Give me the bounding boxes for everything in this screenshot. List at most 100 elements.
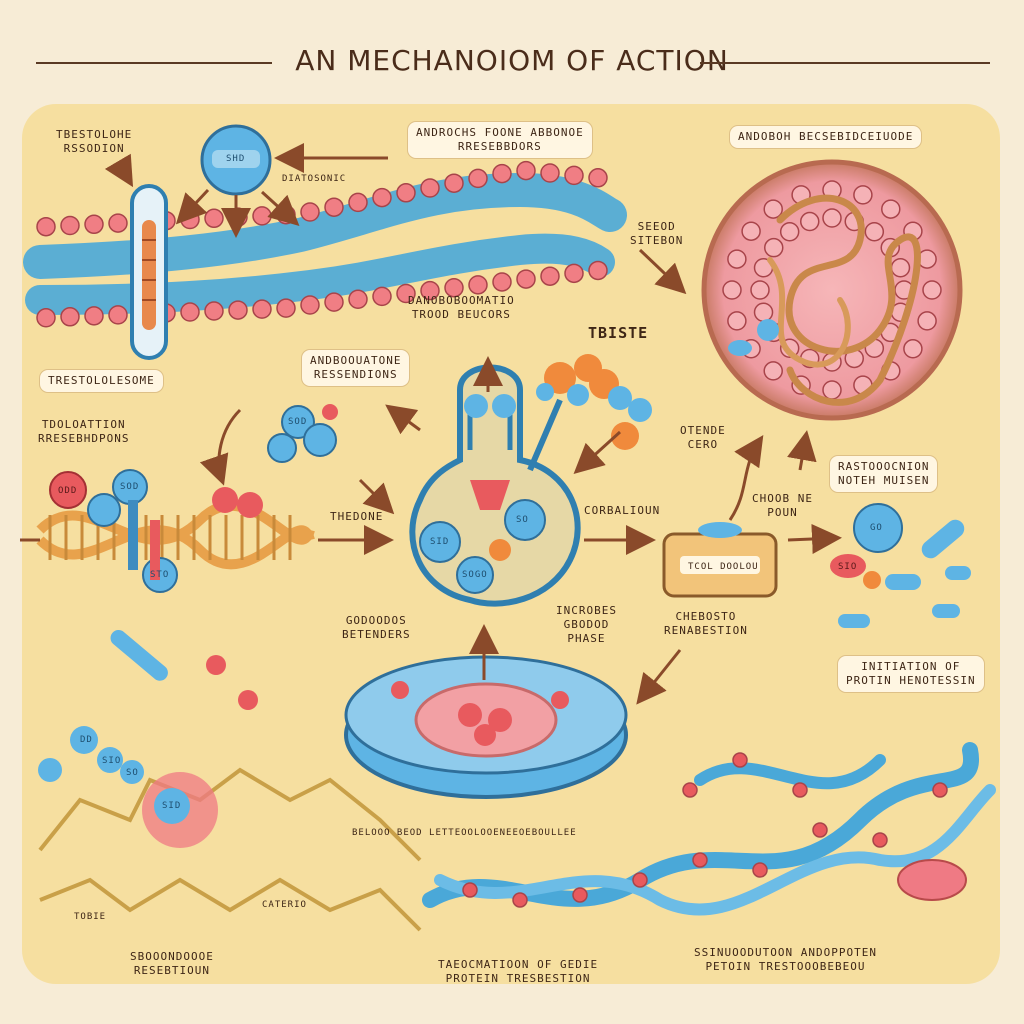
label-corbalioun: CORBALIOUN (584, 504, 661, 517)
molecule-tag: GO (870, 523, 883, 533)
membrane-head (420, 280, 440, 301)
membrane-head (444, 173, 464, 193)
nucleus-granule (864, 222, 885, 242)
membrane-head (372, 187, 392, 208)
molecule-tag: DD (80, 735, 93, 745)
label-thedone: THEDONE (330, 510, 384, 523)
molecule-tag: SOGO (462, 570, 488, 580)
chain-bead (572, 887, 588, 903)
membrane-head (348, 192, 368, 213)
protein-chain-icon (422, 742, 996, 916)
chain-bead (692, 852, 708, 868)
nucleus-granule (822, 380, 842, 400)
title-bar: AN MECHANOIOM OF ACTION (0, 38, 1024, 88)
chain-bead (812, 822, 828, 838)
label-nucleus-rim: BELOOO BEOD LETTEOOLOOENEEOEBOULLEE (352, 828, 577, 838)
molecule-tag: SID (162, 801, 182, 811)
nucleus-granule (853, 185, 873, 205)
membrane-head (396, 283, 416, 304)
label-caterio: CATERIO (262, 900, 307, 910)
molecule-tag: SIO (838, 562, 858, 572)
membrane-head (564, 165, 584, 186)
chain-bead (792, 782, 808, 798)
membrane-head (492, 163, 512, 184)
chain-bead (732, 752, 748, 768)
vial-icon (662, 522, 778, 598)
nucleus-granule (881, 199, 901, 219)
chain-bead (932, 782, 948, 798)
membrane-head (108, 213, 128, 233)
membrane-head (276, 298, 296, 318)
membrane-head (180, 302, 200, 322)
membrane-head (588, 260, 608, 281)
nucleus-granule (764, 237, 784, 258)
membrane-head (468, 168, 488, 189)
nucleus-granule (722, 280, 742, 300)
flow-arrows (20, 143, 842, 705)
chain-bead (752, 862, 768, 878)
membrane-head (84, 306, 104, 326)
nucleus-granule (750, 280, 770, 300)
chain-bead (632, 872, 648, 888)
nucleus-granule (753, 302, 774, 322)
molecule-tag: SOD (288, 417, 308, 427)
chain-bead (512, 892, 528, 908)
chain-bead (682, 782, 698, 798)
membrane-head (228, 207, 248, 227)
membrane-head (588, 168, 608, 188)
molecule-tag: SO (126, 768, 139, 778)
nucleus-granule (890, 258, 911, 278)
membrane-head (228, 300, 248, 320)
membrane-head (324, 292, 344, 312)
membrane-head (468, 275, 488, 295)
membrane-head (300, 295, 320, 315)
pill-cluster (830, 503, 971, 901)
membrane-head (108, 305, 128, 325)
nucleus-granule (917, 311, 937, 331)
molecule-tag: ODD (58, 486, 78, 496)
nucleus-icon (701, 159, 963, 421)
membrane-head (60, 215, 80, 236)
molecule-cluster (267, 354, 652, 463)
membrane-head (36, 216, 56, 237)
chain-bead (462, 882, 478, 898)
membrane-head (204, 208, 224, 229)
label-diatosonic: DIATOSONIC (282, 174, 347, 184)
molecule-tag: SID (430, 537, 450, 547)
molecule-tag: SHD (226, 154, 246, 164)
nucleus-granule (763, 199, 783, 219)
dna-helix-icon (36, 469, 315, 593)
membrane-head (324, 197, 344, 217)
ribosome-disc-icon (344, 624, 628, 799)
membrane-head (372, 286, 392, 307)
nucleus-granule (741, 221, 761, 241)
membrane-head (300, 202, 320, 222)
nucleus-granule (763, 361, 783, 381)
molecule-tag: SO (516, 515, 529, 525)
nucleus-granule (727, 249, 747, 269)
title-rule-left (36, 62, 272, 64)
membrane-head (84, 214, 104, 235)
label-trestolosome: TRESTOLOLESOME (40, 370, 163, 392)
nucleus-granule (727, 311, 747, 331)
nucleus-granule (903, 339, 923, 359)
membrane-head (516, 160, 536, 181)
nucleus-granule (922, 280, 942, 300)
membrane-head (252, 206, 272, 226)
membrane-head (564, 263, 584, 284)
nucleus-granule (800, 211, 820, 232)
nucleus-granule (779, 222, 800, 242)
